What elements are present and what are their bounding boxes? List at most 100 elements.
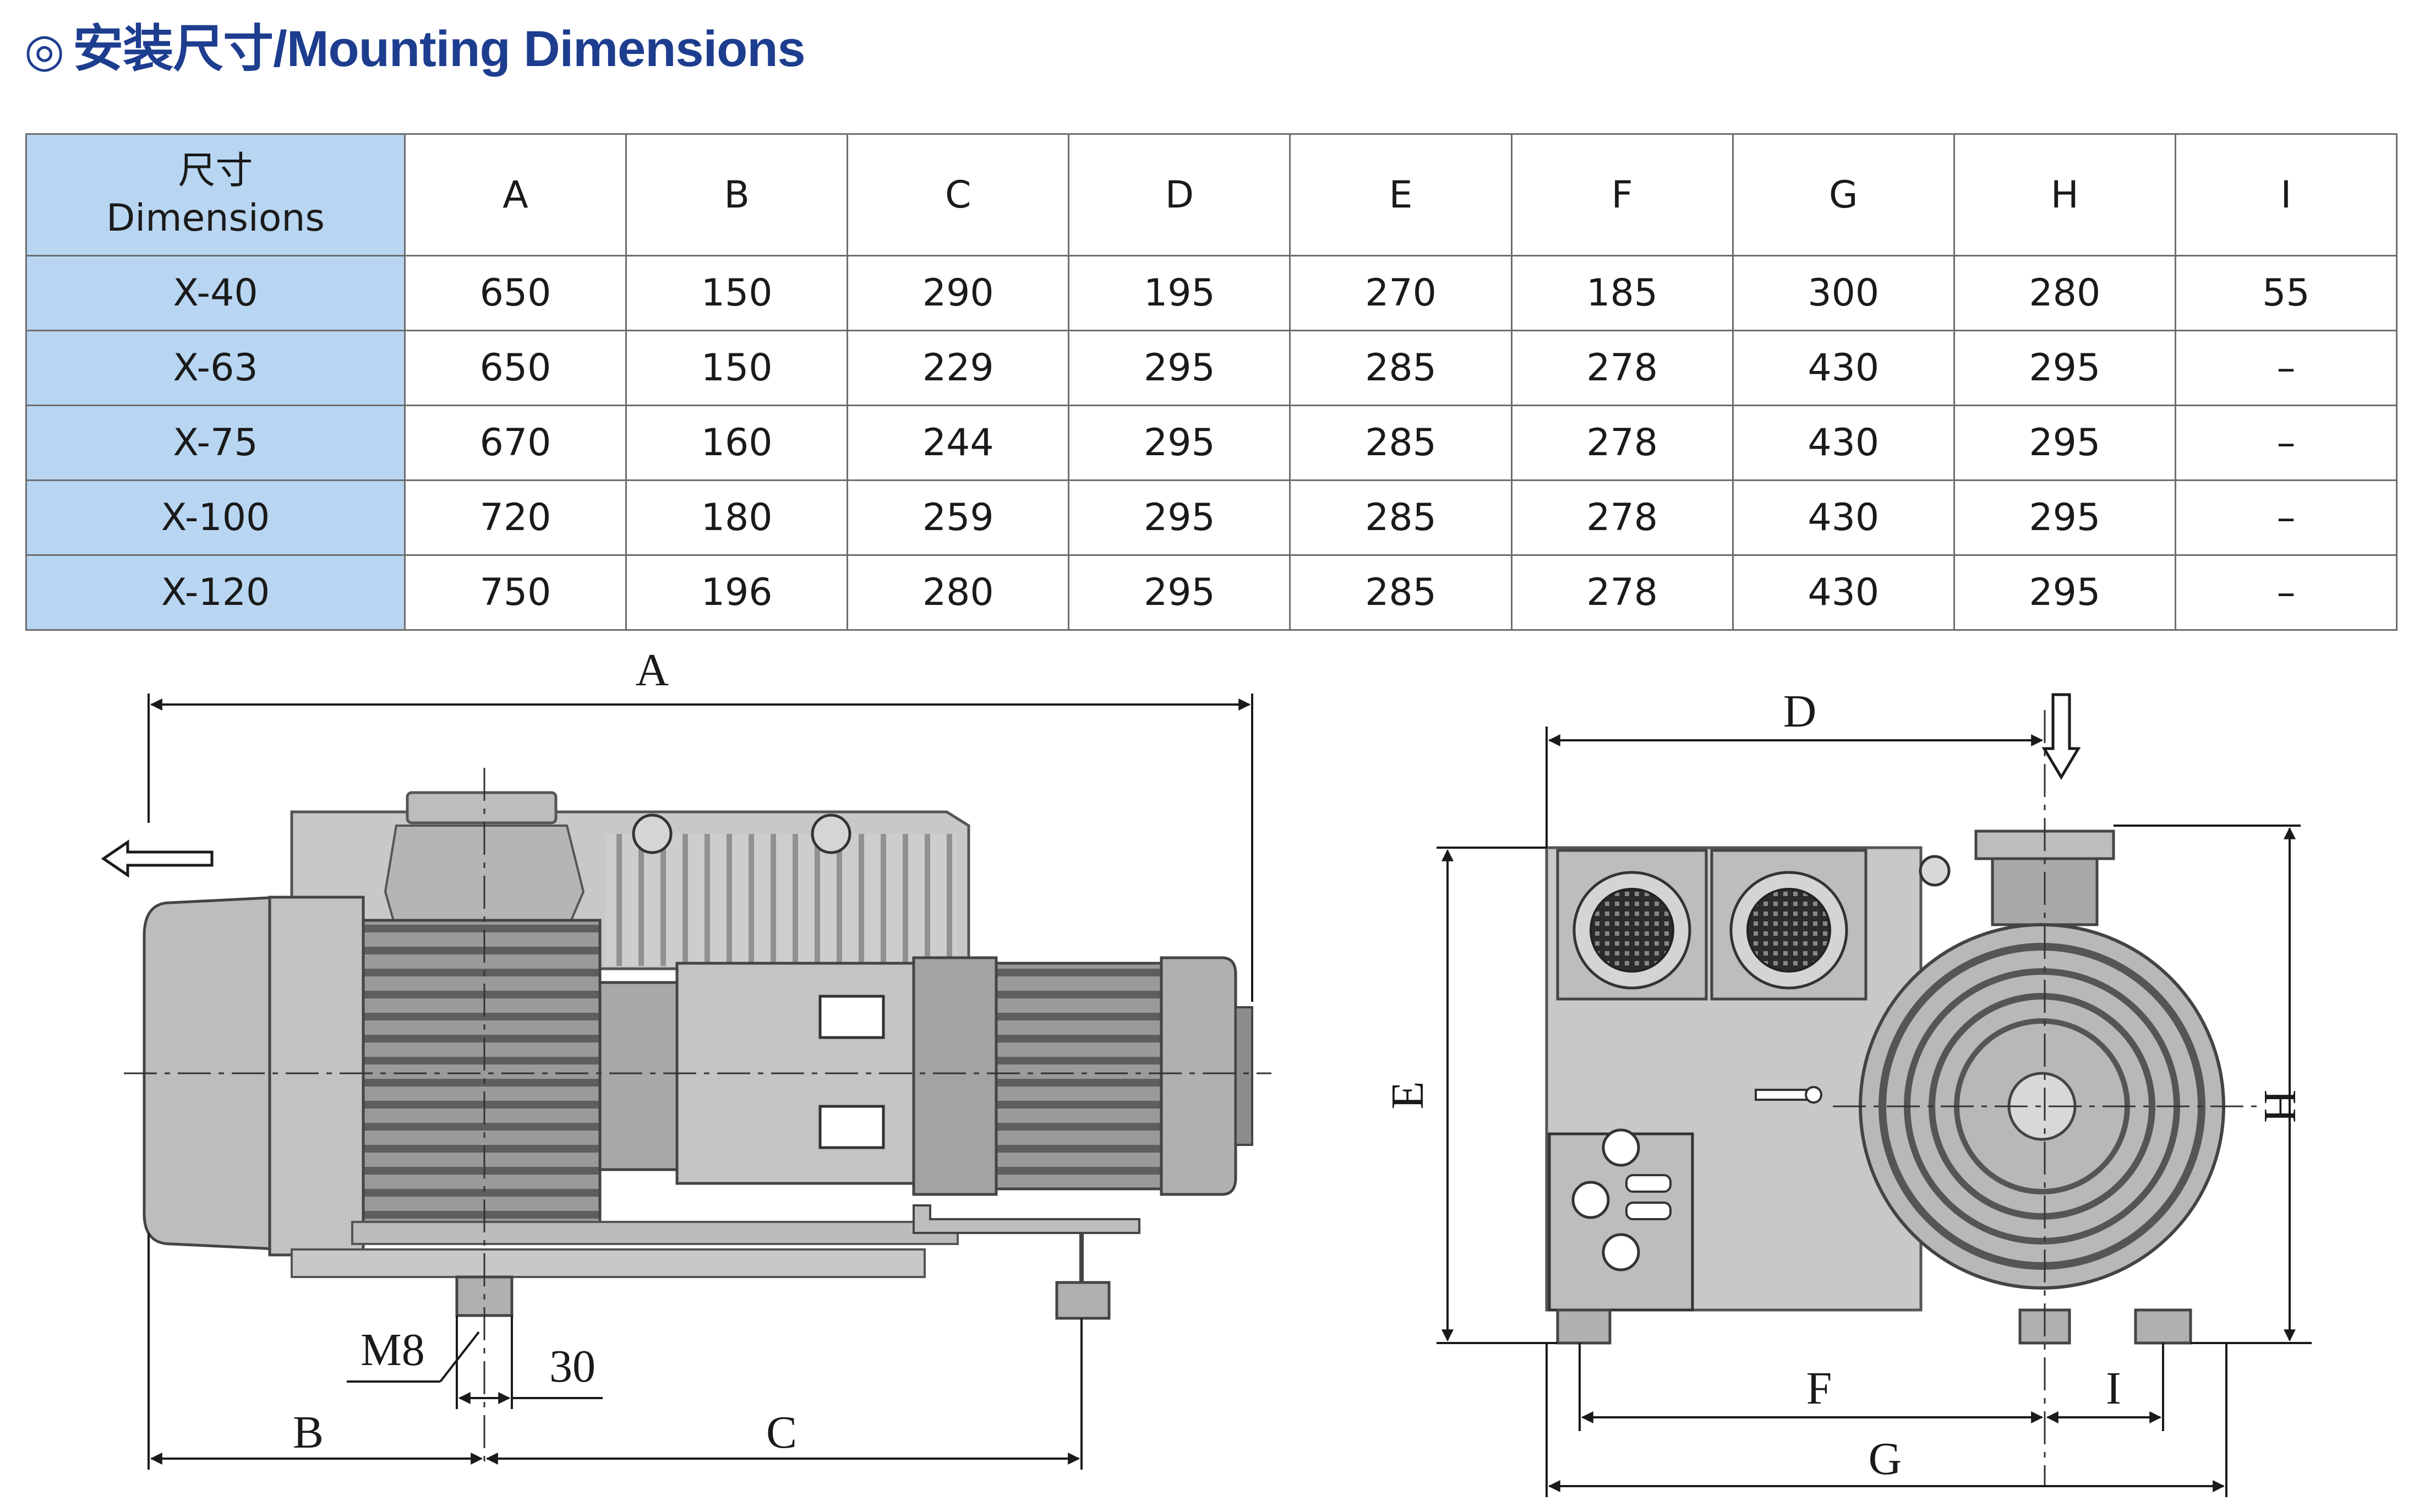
table-cell: 278 <box>1510 405 1734 481</box>
terminal-window-top <box>818 995 885 1039</box>
table-cell: 244 <box>847 405 1070 481</box>
lifting-eye-icon <box>1919 855 1951 887</box>
table-cell: 430 <box>1732 330 1955 406</box>
coupling-housing <box>598 981 679 1171</box>
filter-grill-right-icon <box>1746 888 1831 973</box>
table-cell: – <box>2174 405 2398 481</box>
table-cell: 278 <box>1510 554 1734 631</box>
oil-level-icon <box>1805 1086 1822 1104</box>
side-view-drawing: A B C 30 M8 <box>101 645 1271 1470</box>
column-header: F <box>1510 133 1734 256</box>
dimension-label-g: G <box>1869 1433 1902 1484</box>
table-cell: 285 <box>1289 479 1512 556</box>
column-header: I <box>2174 133 2398 256</box>
dimension-label-a: A <box>636 645 669 696</box>
table-cell: 295 <box>1068 405 1291 481</box>
table-row: X-120 750 196 280 295 285 278 430 295 – <box>25 554 2398 631</box>
table-cell: 55 <box>2174 255 2398 331</box>
bolt-label: M8 <box>361 1324 425 1375</box>
dimension-label-h: H <box>2254 1090 2306 1123</box>
table-cell: 295 <box>1953 330 2176 406</box>
pump-base-lower <box>291 1248 926 1278</box>
gauge-right-icon <box>811 814 851 854</box>
table-row: X-40 650 150 290 195 270 185 300 280 55 <box>25 255 2398 331</box>
table-row: X-100 720 180 259 295 285 278 430 295 – <box>25 479 2398 556</box>
model-cell: X-120 <box>25 554 406 631</box>
filter-grill-left-icon <box>1590 888 1674 973</box>
table-cell: 278 <box>1510 330 1734 406</box>
motor-shaft-end <box>1235 1006 1253 1146</box>
table-cell: 295 <box>1068 330 1291 406</box>
table-cell: 430 <box>1732 405 1955 481</box>
table-cell: 196 <box>625 554 849 631</box>
dimension-label-e: E <box>1382 1081 1433 1109</box>
dimension-label-i: I <box>2106 1363 2121 1414</box>
pump-base <box>351 1221 959 1245</box>
inlet-arrow-icon <box>2041 693 2081 780</box>
table-cell: 195 <box>1068 255 1291 331</box>
motor-body <box>995 962 1163 1191</box>
table-cell: 285 <box>1289 405 1512 481</box>
table-cell: 430 <box>1732 479 1955 556</box>
header-dimensions: 尺寸 Dimensions <box>25 133 406 256</box>
table-cell: 185 <box>1510 255 1734 331</box>
table-cell: 295 <box>1953 554 2176 631</box>
exhaust-arrow-icon <box>101 839 214 878</box>
table-cell: 295 <box>1953 405 2176 481</box>
column-header: B <box>625 133 849 256</box>
end-foot-right <box>2134 1308 2192 1345</box>
table-cell: – <box>2174 554 2398 631</box>
table-cell: 150 <box>625 330 849 406</box>
table-cell: 430 <box>1732 554 1955 631</box>
table-cell: 285 <box>1289 554 1512 631</box>
dimension-label-d: D <box>1783 686 1817 737</box>
model-cell: X-40 <box>25 255 406 331</box>
table-cell: 295 <box>1068 554 1291 631</box>
column-header: E <box>1289 133 1512 256</box>
header-dimensions-cn: 尺寸 <box>178 149 253 193</box>
page-title: ◎安装尺寸/Mounting Dimensions <box>24 8 806 81</box>
column-header: D <box>1068 133 1291 256</box>
motor-foot-bracket <box>913 1204 1140 1234</box>
table-cell: 160 <box>625 405 849 481</box>
gauge-left-icon <box>632 814 673 854</box>
table-cell: 259 <box>847 479 1070 556</box>
motor-end-cap <box>1160 956 1237 1196</box>
table-row: X-75 670 160 244 295 285 278 430 295 – <box>25 405 2398 481</box>
column-header: H <box>1953 133 2176 256</box>
table-cell: 280 <box>1953 255 2176 331</box>
table-cell: 270 <box>1289 255 1512 331</box>
end-view-drawing: D E H F I G <box>1382 686 2312 1497</box>
table-cell: – <box>2174 479 2398 556</box>
model-cell: X-75 <box>25 405 406 481</box>
table-cell: 280 <box>847 554 1070 631</box>
column-header: A <box>403 133 627 256</box>
dimension-label-f: F <box>1806 1363 1832 1414</box>
terminal-window-bottom <box>818 1105 885 1149</box>
dimension-label-c: C <box>766 1407 797 1458</box>
table-cell: 285 <box>1289 330 1512 406</box>
column-header: C <box>847 133 1070 256</box>
table-cell: 295 <box>1068 479 1291 556</box>
title-text: 安装尺寸/Mounting Dimensions <box>73 21 805 77</box>
pump-end-cap <box>143 896 288 1251</box>
table-cell: 650 <box>403 255 627 331</box>
foot-right <box>1055 1281 1111 1320</box>
pump-end-ring <box>268 896 365 1257</box>
table-cell: 180 <box>625 479 849 556</box>
table-cell: 290 <box>847 255 1070 331</box>
motor-flange <box>912 956 998 1196</box>
end-foot-left <box>1556 1308 1612 1345</box>
table-cell: 750 <box>403 554 627 631</box>
title-circle-icon: ◎ <box>24 24 64 76</box>
table-cell: 720 <box>403 479 627 556</box>
table-cell: 278 <box>1510 479 1734 556</box>
header-dimensions-en: Dimensions <box>106 196 325 240</box>
column-header: G <box>1732 133 1955 256</box>
model-cell: X-100 <box>25 479 406 556</box>
table-cell: 295 <box>1953 479 2176 556</box>
housing-fins <box>605 834 958 966</box>
table-cell: 300 <box>1732 255 1955 331</box>
table-cell: 150 <box>625 255 849 331</box>
